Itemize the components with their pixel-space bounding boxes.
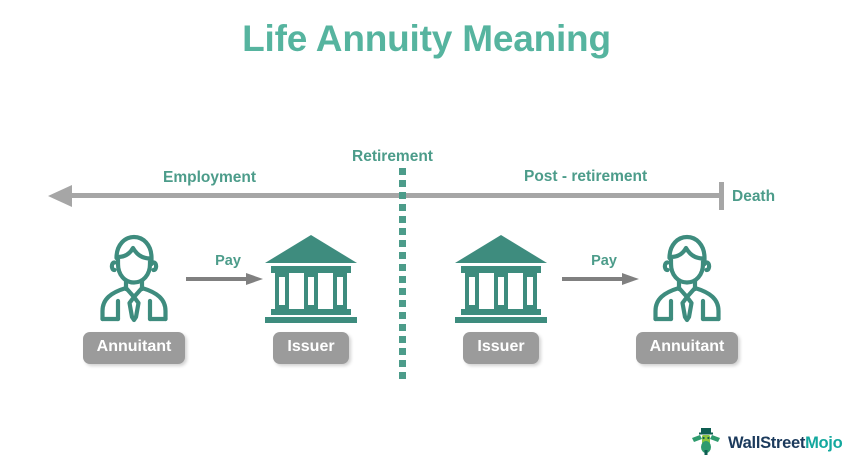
flow-node-annuitant-right: Annuitant (612, 228, 762, 364)
logo-mark-icon (690, 426, 722, 461)
flow-node-issuer-right: Issuer (426, 228, 576, 364)
timeline-end-tick (719, 182, 724, 210)
arrow-right-icon (562, 273, 646, 285)
logo-text-primary: WallStreet (728, 434, 806, 452)
timeline-label-employment: Employment (163, 169, 257, 186)
logo-text: WallStreetMojo (728, 434, 843, 453)
flow-node-issuer-left: Issuer (236, 228, 386, 364)
bank-icon (426, 228, 576, 323)
person-icon (612, 228, 762, 323)
node-label-pill: Issuer (273, 332, 349, 364)
node-label-pill: Annuitant (82, 332, 186, 364)
retirement-divider-dotted-line (399, 168, 406, 380)
pay-arrow-group-2: Pay (562, 253, 646, 285)
logo-text-accent: Mojo (805, 434, 843, 452)
timeline-label-post-retirement: Post - retirement (524, 168, 648, 185)
flow-node-annuitant-left: Annuitant (59, 228, 209, 364)
timeline-axis (60, 193, 723, 198)
timeline-label-retirement: Retirement (352, 148, 433, 165)
node-label-pill: Annuitant (635, 332, 739, 364)
wallstreetmojo-logo: WallStreetMojo (690, 426, 843, 461)
bank-icon (236, 228, 386, 323)
person-icon (59, 228, 209, 323)
page-title: Life Annuity Meaning (242, 18, 611, 59)
pay-arrow-group-1: Pay (186, 253, 270, 285)
pay-arrow-label: Pay (215, 253, 241, 269)
arrow-right-icon (186, 273, 270, 285)
pay-arrow-label: Pay (591, 253, 617, 269)
timeline-label-death: Death (732, 188, 776, 205)
node-label-pill: Issuer (463, 332, 539, 364)
